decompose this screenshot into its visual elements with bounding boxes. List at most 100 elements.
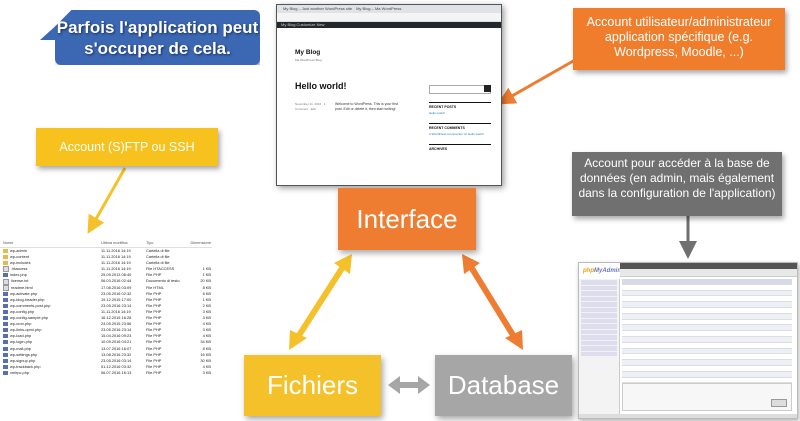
file-name: wp-settings.php xyxy=(0,352,101,358)
file-size: 4 KB xyxy=(202,363,211,369)
phpmyadmin-logo: phpMyAdmin xyxy=(583,268,621,274)
file-name: readme.html xyxy=(0,285,101,291)
file-name-text: index.php xyxy=(10,272,27,278)
file-size: 20 KB xyxy=(200,278,211,284)
file-size: 3 KB xyxy=(202,315,211,321)
php-file-icon xyxy=(3,322,8,327)
php-file-icon xyxy=(3,273,8,278)
folder-icon xyxy=(3,255,8,260)
browser-tab: My Blog – Ma WordPress xyxy=(356,6,402,11)
php-file-icon xyxy=(3,297,8,302)
file-size: 1 KB xyxy=(202,272,211,278)
file-name: wp-login.php xyxy=(0,339,101,345)
file-name-text: wp-activate.php xyxy=(10,290,38,296)
file-name: xmlrpc.php xyxy=(0,370,101,376)
file-explorer-list: Nome Ultima modifica Tipo Dimensione wp-… xyxy=(0,238,212,421)
file-type: File HTML xyxy=(146,284,164,290)
file-date: 23.05.2016 03:14 xyxy=(101,357,132,363)
php-file-icon xyxy=(3,328,8,333)
file-size: 1 KB xyxy=(202,266,211,272)
wp-admin-bar: My Blog Customize New xyxy=(277,22,501,28)
logo-php: php xyxy=(583,268,594,274)
php-file-icon xyxy=(3,303,8,308)
file-row[interactable]: index.php 25.09.2013 06:40 File PHP 1 KB xyxy=(0,272,212,278)
arrow-account-to-interface xyxy=(497,58,576,105)
browser-tab: My Blog – Just another WordPress site xyxy=(283,6,353,11)
box-interface: Interface xyxy=(338,188,476,250)
file-date: 10.09.2016 04:21 xyxy=(101,339,132,345)
file-type: File PHP xyxy=(146,296,162,302)
file-date: 19.12.2015 17:00 xyxy=(101,296,132,302)
recent-post-link: Hello world! xyxy=(429,111,445,115)
php-file-icon xyxy=(3,352,8,357)
file-name-text: wp-signup.php xyxy=(10,357,36,363)
search-icon xyxy=(484,85,491,92)
file-name: wp-config.php xyxy=(0,309,101,315)
callout-app-account: Account utilisateur/administrateur appli… xyxy=(573,8,785,70)
file-name-text: wp-mail.php xyxy=(10,345,31,351)
file-date: 13.08.2016 23:32 xyxy=(101,351,132,357)
file-date: 25.09.2013 06:40 xyxy=(101,272,132,278)
file-type: File PHP xyxy=(146,333,162,339)
file-name: wp-content xyxy=(0,254,101,260)
box-fichiers: Fichiers xyxy=(244,355,381,416)
file-name: wp-links-opml.php xyxy=(0,327,101,333)
address-bar xyxy=(277,13,501,22)
blog-title: My Blog xyxy=(295,49,321,56)
file-name: wp-includes xyxy=(0,260,101,266)
file-name: wp-trackback.php xyxy=(0,364,101,370)
file-name: license.txt xyxy=(0,278,101,285)
file-list-header: Nome Ultima modifica Tipo Dimensione xyxy=(0,238,212,248)
file-name-text: wp-config.php xyxy=(10,308,35,314)
php-file-icon xyxy=(3,364,8,369)
file-type: File PHP xyxy=(146,272,162,278)
file-date: 11.11.2016 14:19 xyxy=(101,254,131,260)
arrow-interface-database xyxy=(462,254,523,350)
file-date: 16.12.2015 16:28 xyxy=(101,315,132,321)
file-size: 1 KB xyxy=(202,296,211,302)
file-type: File PHP xyxy=(146,290,162,296)
file-name-text: wp-admin xyxy=(10,248,27,253)
logo-myadmin: MyAdmin xyxy=(594,268,621,274)
file-name: wp-signup.php xyxy=(0,358,101,364)
php-file-icon xyxy=(3,358,8,363)
file-name: wp-activate.php xyxy=(0,291,101,297)
file-type: File PHP xyxy=(146,345,162,351)
file-name-text: wp-config-sample.php xyxy=(10,315,49,321)
file-size: 3 KB xyxy=(202,308,211,314)
file-date: 24.05.2015 23:56 xyxy=(101,321,132,327)
file-name-text: wp-cron.php xyxy=(10,321,32,327)
folder-icon xyxy=(3,249,8,254)
file-size: 16 KB xyxy=(200,351,211,357)
file-name-text: readme.html xyxy=(11,284,33,290)
file-name: wp-admin xyxy=(0,248,101,254)
file-type: Cartella di file xyxy=(146,248,170,253)
arrow-sftp-to-files xyxy=(87,167,127,234)
blog-sidebar: RECENT POSTS Hello world! RECENT COMMENT… xyxy=(429,75,491,151)
file-type: File PHP xyxy=(146,327,162,333)
column-header-name: Nome xyxy=(3,240,14,245)
file-date: 23.05.2016 02:32 xyxy=(101,290,132,296)
file-size: 8 KB xyxy=(202,345,211,351)
